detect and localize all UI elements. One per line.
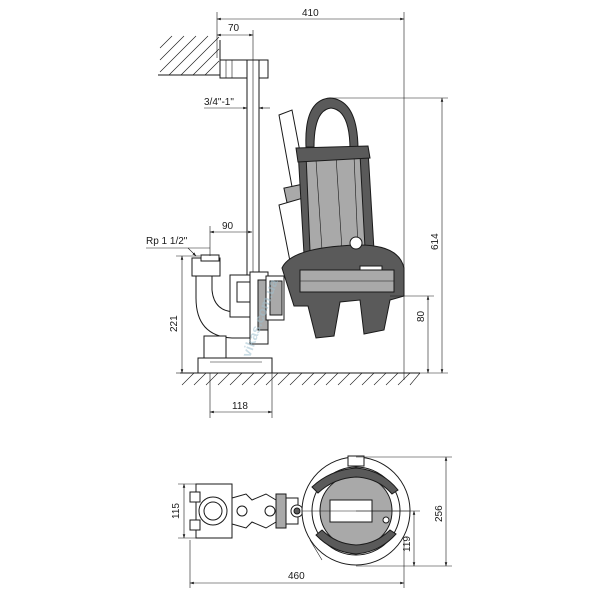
dim-total-height: 614 [330,97,448,374]
dim-plan-width: 460 [189,540,405,588]
dim-discharge-offset: 90 [209,221,253,256]
dim-foot-height: 80 [390,295,434,374]
dim-label-221: 221 [169,315,180,332]
dim-base-height: 221 [169,255,200,374]
dim-base-width: 118 [209,373,273,418]
plan-view: 460 115 256 119 [171,455,452,588]
dim-plan-height-right: 256 [356,456,452,567]
dim-label-119: 119 [402,536,413,552]
dim-label-118: 118 [232,401,248,412]
dim-label-460: 460 [288,571,305,582]
guide-bracket [219,59,269,79]
dim-label-70: 70 [228,23,240,34]
dim-plan-height-left: 115 [171,483,196,539]
floor-hatch [180,372,421,386]
side-elevation-view: vikas.com.ua 410 70 3/4"-1" 90 [146,8,448,418]
dim-label-614: 614 [430,233,441,250]
dim-label-115: 115 [171,503,182,519]
dim-label-256: 256 [434,505,445,522]
ceiling-hatch [158,35,221,76]
dim-label-410: 410 [302,8,319,19]
dim-plan-height-center: 119 [356,510,420,567]
dim-label-thread: Rp 1 1/2" [146,236,188,247]
guide-pipe [246,59,260,281]
dim-thread: Rp 1 1/2" [146,236,210,257]
dim-label-pipe-size: 3/4"-1" [204,97,234,108]
pump-body [265,97,405,339]
dim-pipe-size: 3/4"-1" [204,97,270,110]
dim-label-90: 90 [222,221,234,232]
base-elbow [191,254,273,374]
dim-offset-pipe: 70 [216,23,254,60]
dim-label-80: 80 [416,310,427,322]
